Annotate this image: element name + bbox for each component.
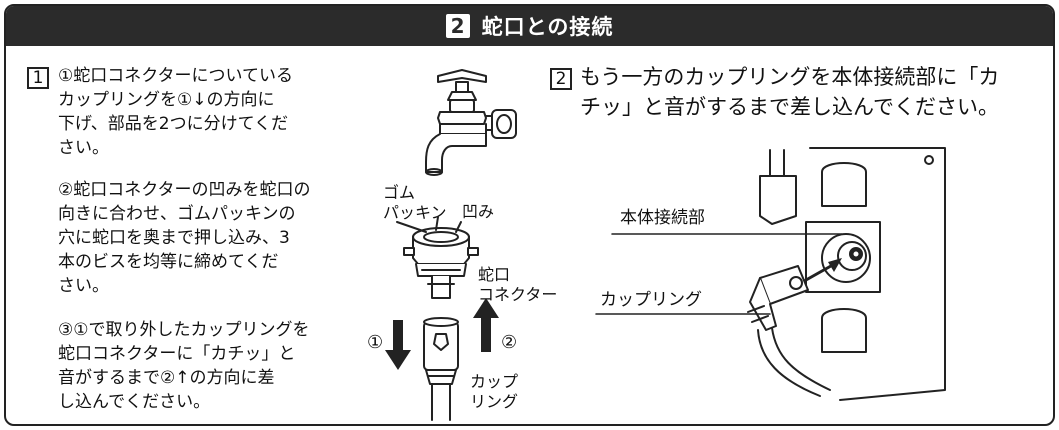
coupling-label: カップ リング	[470, 372, 519, 411]
section-title: 蛇口との接続	[481, 15, 614, 39]
step2-number: 2	[550, 68, 572, 90]
instruction-panel: 2 蛇口との接続	[4, 4, 1055, 426]
arrow-up-number: ②	[501, 332, 518, 353]
section-number: 2	[445, 14, 470, 38]
coupling-icon	[423, 317, 459, 421]
section-header: 2 蛇口との接続	[6, 6, 1053, 46]
down-arrow-icon	[385, 320, 411, 370]
hose-coupling-icon	[747, 265, 831, 397]
arrow-down-number: ①	[367, 332, 384, 353]
step1-paragraph-1: ①蛇口コネクターについている カップリングを①↓の方向に 下げ、部品を2つに分け…	[58, 66, 294, 158]
coupling-label-2: カップリング	[600, 290, 702, 310]
unit-body-icon	[759, 147, 946, 401]
gasket-label: ゴム パッキン	[383, 183, 447, 222]
body-connection-label: 本体接続部	[620, 208, 705, 228]
up-arrow-icon	[473, 298, 499, 352]
step1-paragraph-3: ③①で取り外したカップリングを 蛇口コネクターに「カチッ」と 音がするまで②↑の…	[58, 320, 310, 412]
step1-paragraph-2: ②蛇口コネクターの凹みを蛇口の 向きに合わせ、ゴムパッキンの 穴に蛇口を奥まで押…	[58, 180, 311, 296]
insert-arrow-icon	[804, 258, 842, 282]
step2-text: もう一方のカップリングを本体接続部に「カ チッ」と音がするまで差し込んでください…	[580, 65, 1000, 119]
connector-label: 蛇口 コネクター	[478, 265, 558, 304]
faucet-icon	[425, 69, 517, 176]
faucet-connector-icon	[396, 216, 479, 299]
step1-number: 1	[27, 67, 49, 89]
recess-label: 凹み	[462, 202, 495, 221]
